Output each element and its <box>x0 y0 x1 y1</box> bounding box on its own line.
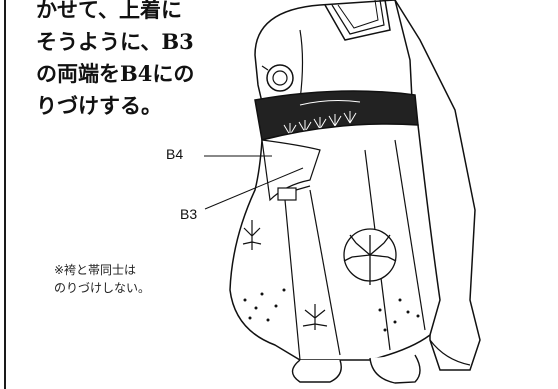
tree-emblem-left <box>242 220 262 250</box>
label-b4: B4 <box>166 146 184 162</box>
tree-emblem-bottom <box>302 304 328 330</box>
collar-core <box>337 0 379 29</box>
label-b3: B3 <box>180 206 198 222</box>
tree-emblem-large <box>343 228 397 285</box>
part-b3 <box>261 139 321 202</box>
sleeve-fold <box>299 29 304 101</box>
page-left-rule <box>4 0 6 389</box>
knob-stem <box>261 65 269 71</box>
left-foot <box>291 359 342 383</box>
instruction-text: かせて、上着に そうように、B3 の両端をB4にの りづけする。 <box>36 0 236 122</box>
pleat-line <box>394 139 426 331</box>
instruction-line: かせて、上着に <box>36 0 182 22</box>
b3-tab-edge <box>295 185 311 191</box>
collar-inner <box>331 0 385 35</box>
dot-pattern <box>243 288 420 332</box>
right-foot <box>369 354 421 384</box>
note-line: のりづけしない。 <box>54 281 151 295</box>
back-foot-line <box>429 339 471 366</box>
obi-stripe <box>299 100 361 106</box>
knob-center <box>272 70 288 86</box>
pleat-line <box>284 199 301 361</box>
b3-leader-line <box>204 167 304 210</box>
instruction-line: そうように、B3 <box>36 29 194 54</box>
instruction-line: りづけする。 <box>36 93 162 118</box>
upper-garment <box>254 0 413 116</box>
note-text: ※袴と帯同士は のりづけしない。 <box>54 261 214 297</box>
b3-tab <box>277 187 297 201</box>
collar-outer <box>324 0 391 41</box>
pleat-line <box>309 189 341 356</box>
instruction-line: の両端をB4にの <box>36 61 195 86</box>
note-line: ※袴と帯同士は <box>54 263 137 277</box>
